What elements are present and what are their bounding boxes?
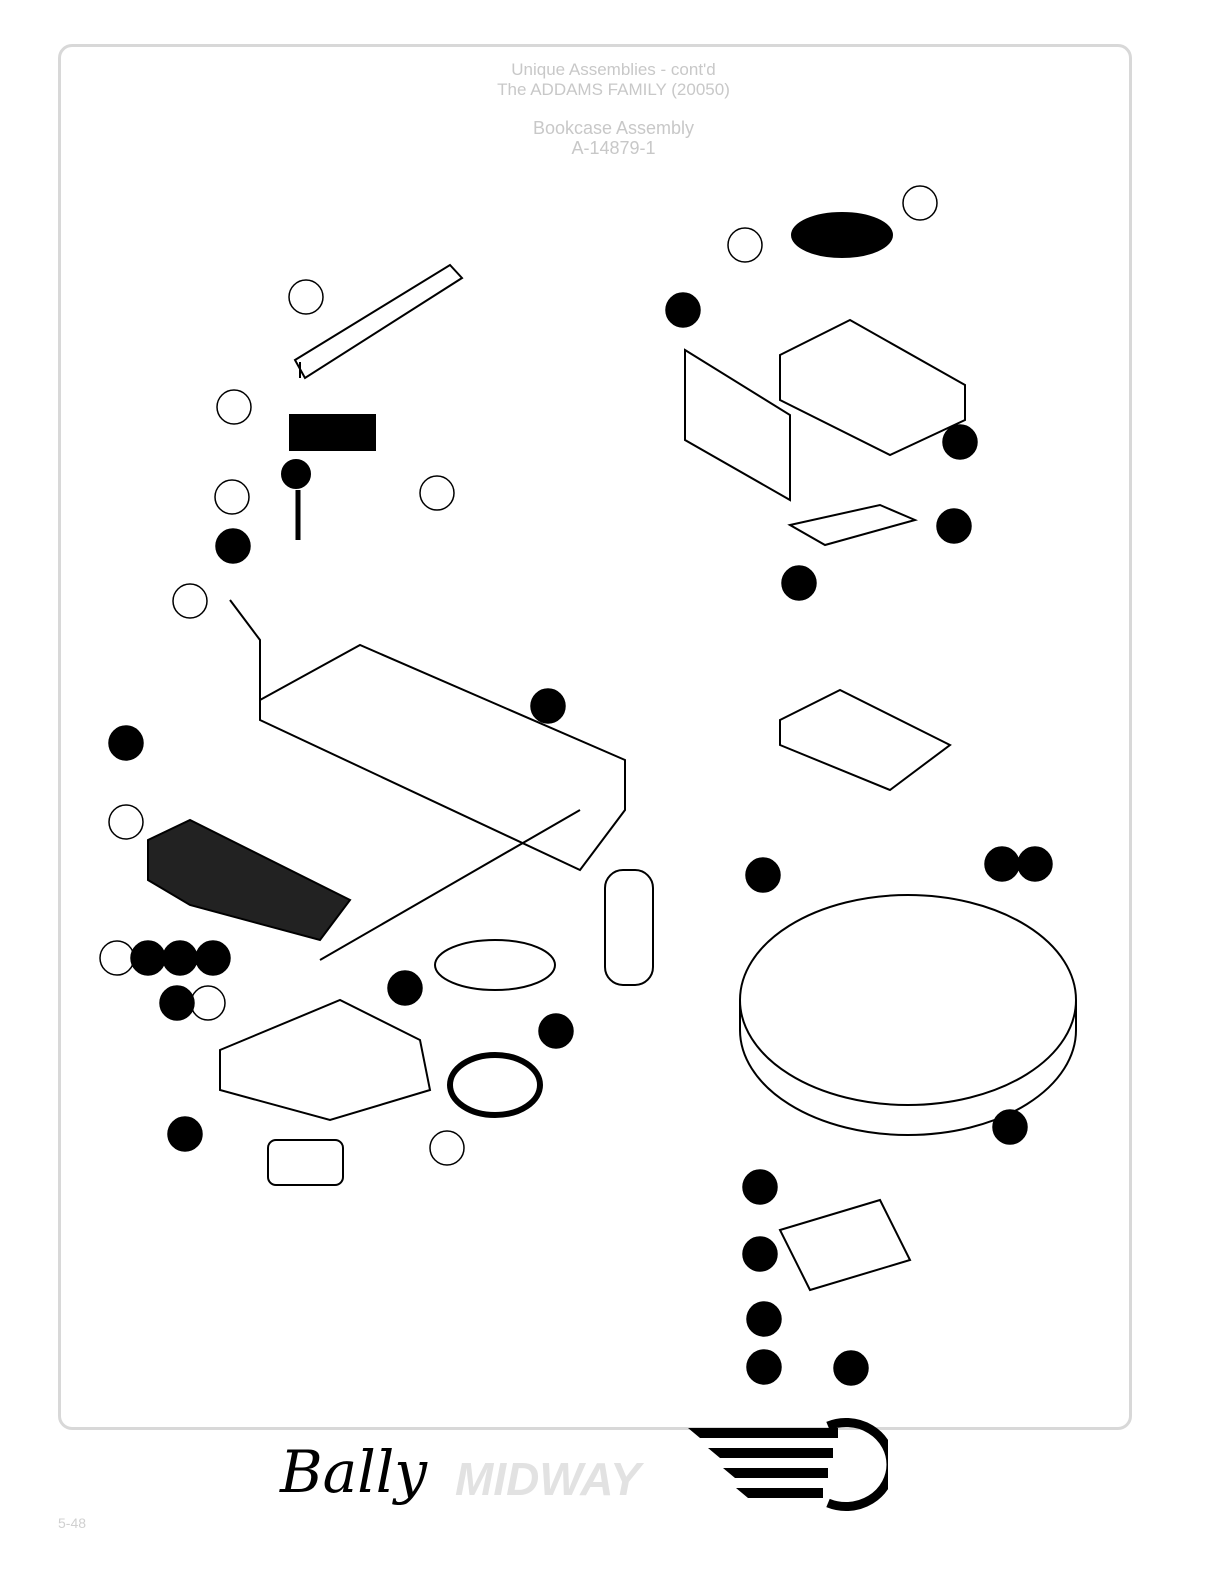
plate-part [229, 599, 626, 872]
panel-part [684, 348, 791, 502]
page-border [58, 44, 1132, 1430]
box-part [779, 318, 966, 457]
cup-part [779, 688, 952, 792]
assembly-name: Bookcase Assembly [532, 118, 695, 138]
title-line-1: Unique Assemblies - cont'd [511, 60, 716, 79]
washer-part [281, 459, 311, 489]
bulb-part [604, 869, 654, 986]
turntable-part [739, 894, 1077, 1106]
assembly-part-number: A-14879-1 [571, 138, 656, 158]
midway-wing-logo [688, 1418, 888, 1511]
arm-part [293, 263, 464, 380]
plate-edge [319, 809, 581, 961]
switch-box-part [147, 818, 352, 942]
bally-logo: Bally [280, 1438, 428, 1506]
bracket-part [289, 414, 376, 451]
cover-part [791, 212, 893, 258]
callout-circles [99, 185, 1053, 1386]
midway-logo: MIDWAY [455, 1453, 641, 1505]
title-line-2: The ADDAMS FAMILY (20050) [497, 80, 730, 99]
assembly-title: Bookcase Assembly A-14879-1 [0, 118, 1227, 158]
hub-part [434, 939, 556, 991]
board-part [787, 503, 919, 547]
gear-part [447, 1052, 543, 1118]
pcb-part [778, 1198, 912, 1292]
section-title: Unique Assemblies - cont'd The ADDAMS FA… [0, 60, 1227, 100]
page-number: 5-48 [58, 1515, 87, 1531]
motor-housing-part [219, 998, 432, 1122]
motor-part [267, 1139, 344, 1186]
